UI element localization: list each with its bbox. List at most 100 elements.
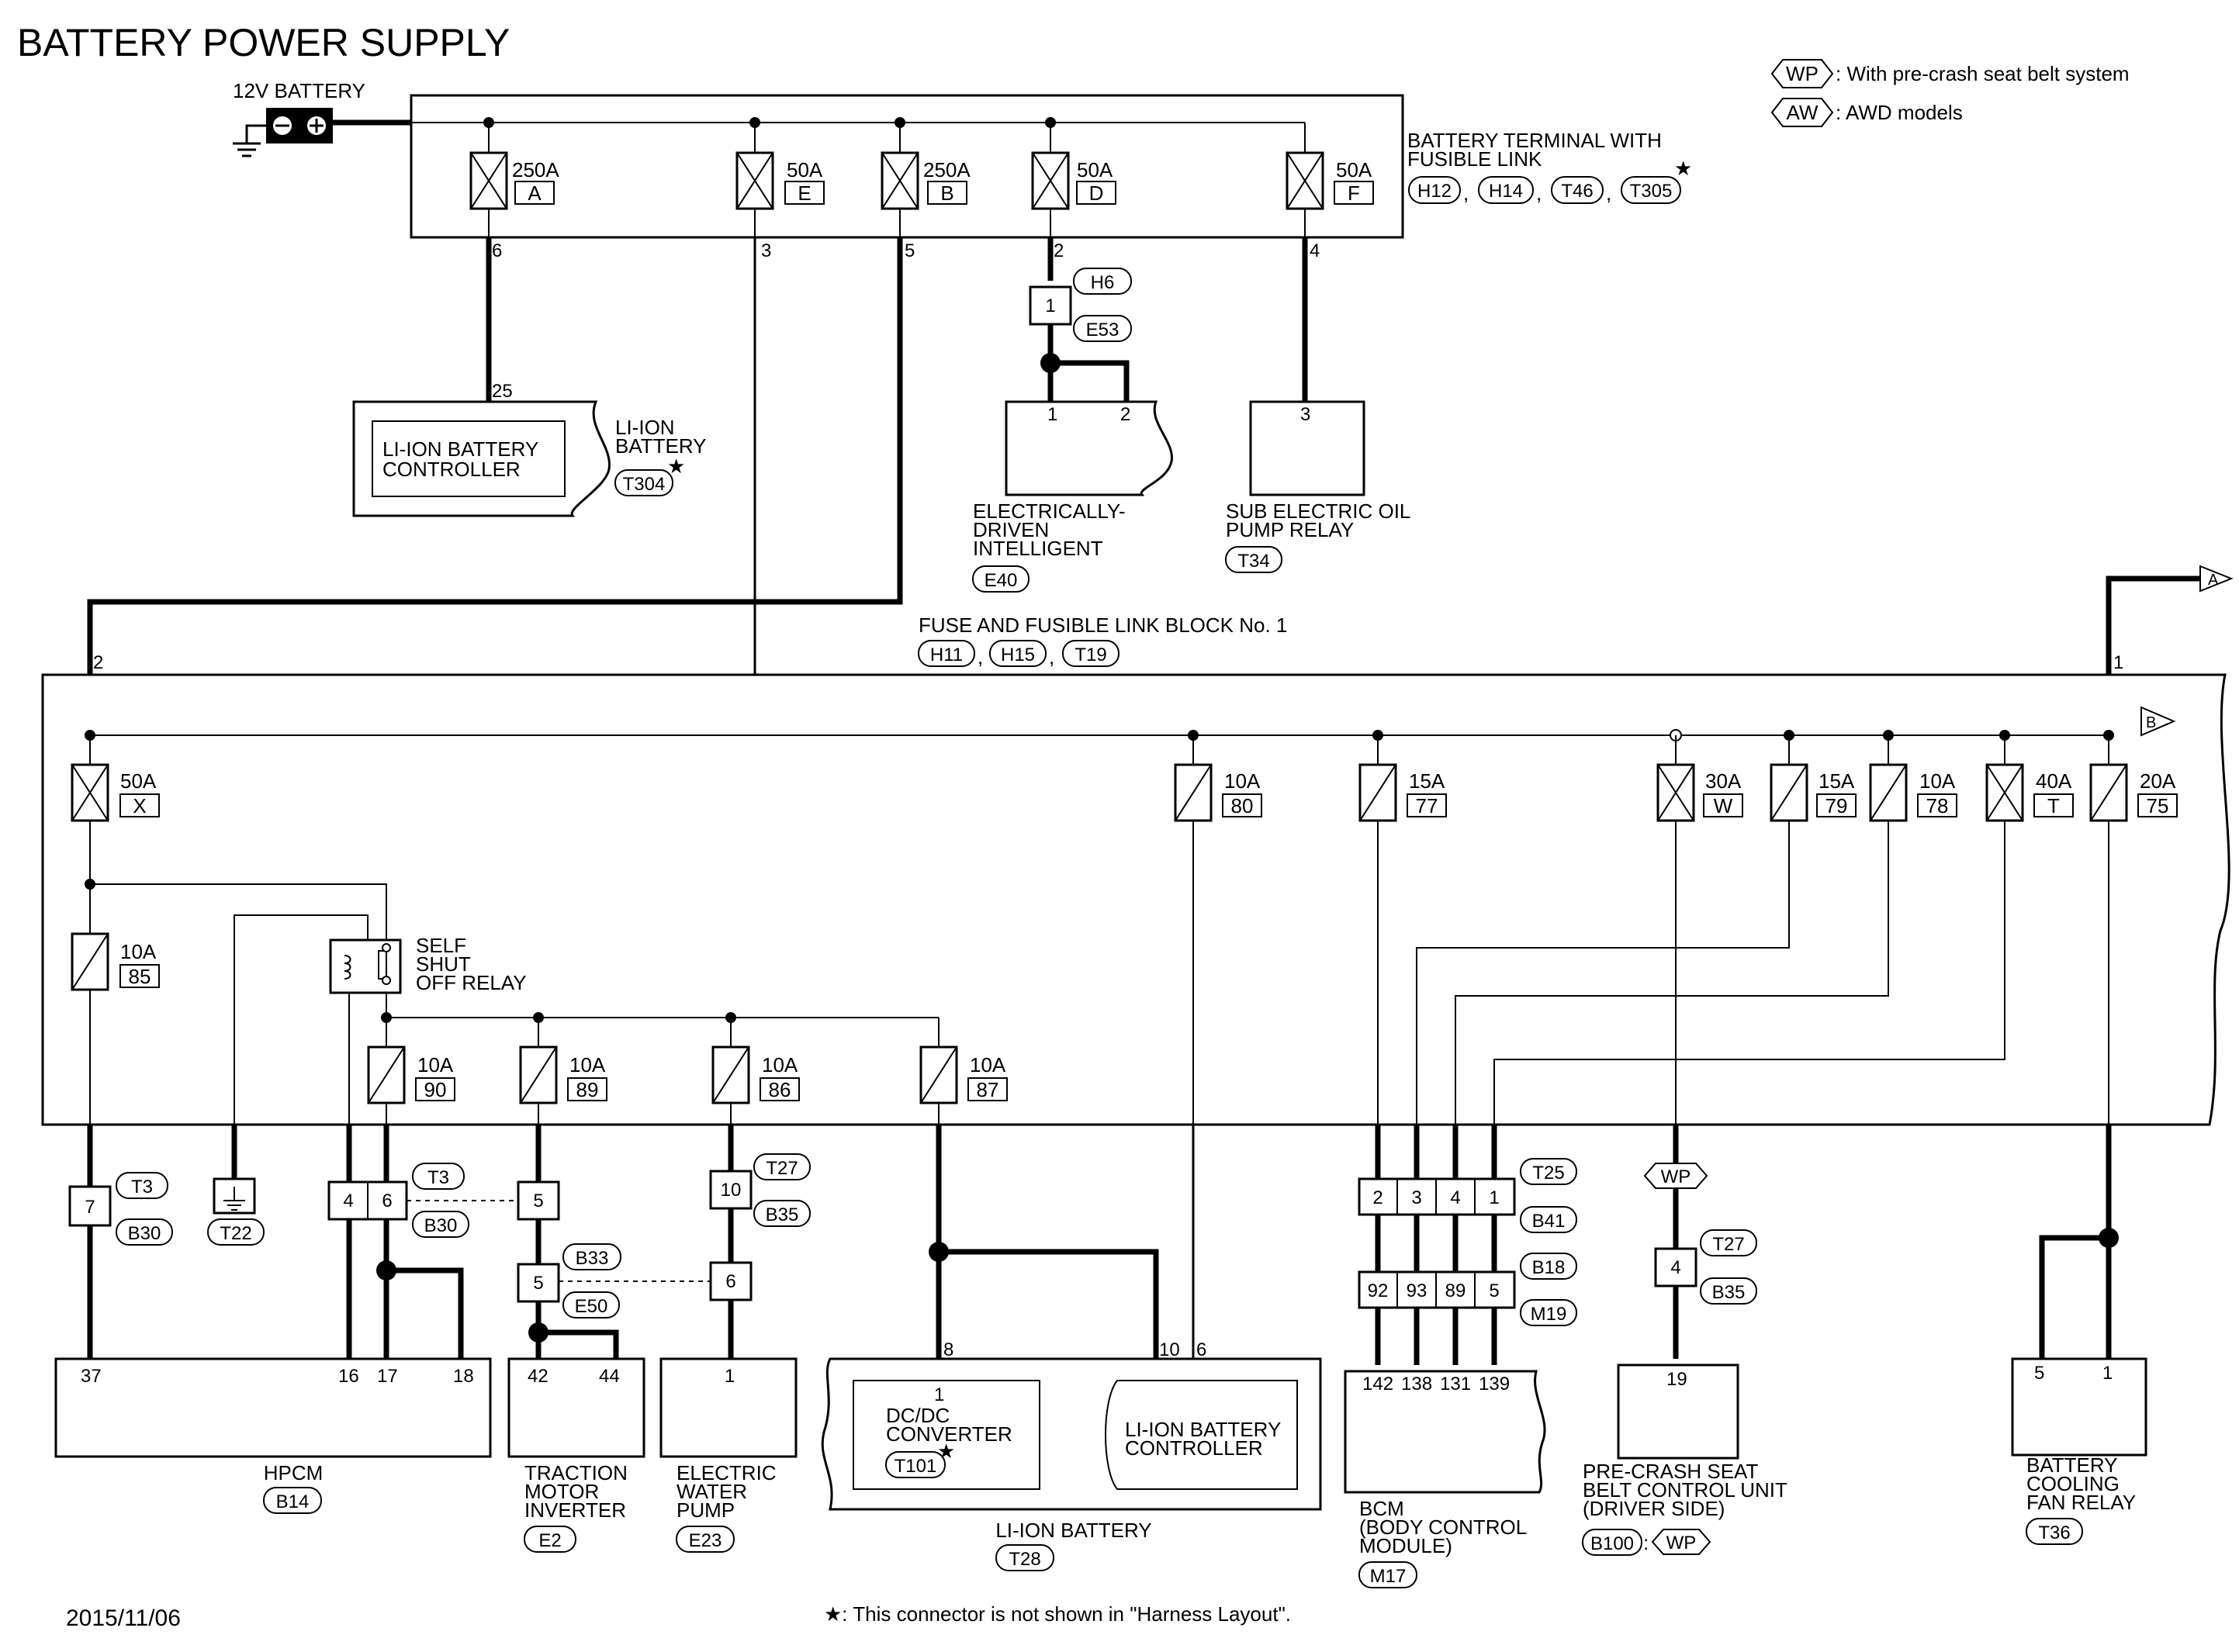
connector-group-precrash: WP 4 T27 B35 (1643, 1163, 1757, 1305)
battery-terminal-block: 250A A 6 50A E 3 250A B 5 50A D 2 50A F … (410, 94, 1692, 261)
pin-label: 89 (1445, 1280, 1466, 1301)
legend-aw-tag: AW (1787, 101, 1819, 124)
connector-tag: E53 (1086, 320, 1120, 340)
fuse-amp: 10A (762, 1053, 798, 1077)
relay-label: OFF RELAY (416, 971, 527, 994)
pin-label: 3 (761, 240, 771, 261)
pin-label: 2 (1372, 1187, 1383, 1208)
connector-tag: T304 (623, 474, 666, 495)
self-shut-off-relay: SELF SHUT OFF RELAY (329, 934, 527, 994)
option-tag: WP (1661, 1166, 1691, 1187)
fuse-id: 80 (1231, 794, 1254, 817)
pin-label: 4 (1310, 240, 1320, 261)
sub-electric-oil-pump-relay: 3 SUB ELECTRIC OIL PUMP RELAY T34 (1225, 400, 1410, 573)
fuse-amp: 30A (1705, 769, 1742, 793)
connector-tag: H11 (930, 645, 963, 665)
fusible-link-e (735, 151, 774, 210)
component-label: (DRIVER SIDE) (1583, 1497, 1725, 1520)
arrow-label: A (2208, 572, 2219, 589)
date-label: 2015/11/06 (66, 1605, 181, 1631)
page-title: BATTERY POWER SUPPLY (17, 21, 510, 64)
controller-label: CONTROLLER (382, 458, 521, 481)
connector-tag: T101 (895, 1456, 937, 1477)
separator: , (1463, 181, 1469, 205)
fuse-block-no1: FUSE AND FUSIBLE LINK BLOCK No. 1 H11 , … (41, 565, 2234, 1126)
connector-tag: E2 (538, 1530, 561, 1551)
pin-label: 4 (1670, 1257, 1680, 1278)
fuse-amp: 15A (1409, 769, 1445, 793)
component-label: ELECTRICALLY- (973, 499, 1126, 523)
connector-tag: B35 (1712, 1282, 1746, 1303)
fuse-id: X (133, 794, 146, 817)
connector-tag: T305 (1630, 181, 1673, 202)
fuse-amp: 10A (417, 1053, 454, 1077)
component-label: INTELLIGENT (973, 537, 1103, 560)
electric-water-pump: 1 ELECTRIC WATER PUMP E23 (659, 1357, 798, 1553)
terminal-block-subtitle: FUSIBLE LINK (1407, 147, 1542, 171)
pin-label: 1 (2102, 1363, 2113, 1384)
pin-label: 2 (93, 652, 103, 673)
connector-tag: B30 (128, 1223, 161, 1244)
connector-tag: B35 (766, 1204, 799, 1225)
electrically-driven-intelligent: 1 H6 E53 1 2 ELECTRICALLY- DRIVEN INTELL… (972, 268, 1173, 593)
connector-tag: T28 (1009, 1549, 1040, 1570)
pin-label: 139 (1479, 1374, 1510, 1395)
connector-tag: B41 (1532, 1211, 1566, 1232)
fuse-80 (1174, 763, 1213, 822)
component-label: PUMP (677, 1498, 735, 1522)
pin-label: 5 (2034, 1363, 2044, 1384)
fuse-id: 77 (1416, 794, 1438, 817)
fuse-amp-d: 50A (1077, 158, 1113, 181)
legend-wp-text: : With pre-crash seat belt system (1836, 62, 2130, 85)
bcm: 142 138 131 139 BCM (BODY CONTROL MODULE… (1344, 1370, 1546, 1588)
component-label: PUMP RELAY (1226, 518, 1354, 541)
connector-tag: H12 (1417, 181, 1452, 202)
legend: WP : With pre-crash seat belt system AW … (1770, 59, 2130, 127)
connector-tag: T36 (2038, 1522, 2070, 1543)
component-label: SUB ELECTRIC OIL (1226, 499, 1410, 523)
pin-label: 1 (934, 1384, 944, 1405)
fuse-id: 85 (129, 965, 151, 988)
component-label: FAN RELAY (2026, 1491, 2136, 1514)
fuse-87 (919, 1045, 958, 1104)
fuse-amp: 10A (1224, 769, 1261, 793)
fuse-amp-b: 250A (923, 158, 971, 181)
connector-tag: T27 (1712, 1234, 1744, 1255)
fusible-link-f (1286, 151, 1324, 210)
fuse-id-b: B (940, 181, 953, 205)
connector-tag: T19 (1075, 645, 1106, 665)
fuse-amp-f: 50A (1336, 158, 1372, 181)
connector-tag: H15 (1001, 645, 1035, 665)
fuse-amp: 10A (1919, 769, 1956, 793)
fuse-amp: 10A (120, 940, 157, 963)
component-label: BATTERY (2026, 1453, 2118, 1477)
fuse-78 (1869, 763, 1908, 822)
connector-tag: H6 (1091, 272, 1115, 293)
component-label: INVERTER (524, 1498, 626, 1522)
pin-label: 3 (1300, 404, 1310, 425)
fuse-77 (1358, 763, 1397, 822)
connector-tag: E23 (689, 1530, 722, 1551)
connector-tag: H14 (1489, 181, 1523, 202)
connector-tag: T27 (766, 1158, 798, 1179)
pin-label: 5 (533, 1273, 543, 1294)
pin-label: 93 (1407, 1280, 1427, 1301)
connector-tag: B33 (576, 1248, 609, 1269)
fuse-id-e: E (798, 181, 811, 205)
star-mark: ★ (937, 1439, 955, 1463)
component-label: TRACTION (524, 1461, 628, 1484)
controller-label: CONTROLLER (1125, 1436, 1263, 1460)
pin-label: 4 (1450, 1187, 1460, 1208)
connector-tag: E40 (985, 570, 1018, 591)
fuse-79 (1770, 763, 1808, 822)
dcdc-label: CONVERTER (886, 1422, 1012, 1446)
component-label: MODULE) (1359, 1534, 1452, 1557)
fuse-id: W (1714, 794, 1733, 817)
battery-cooling-fan-relay: 5 1 BATTERY COOLING FAN RELAY T36 (2011, 1357, 2147, 1545)
pin-label: 19 (1666, 1369, 1687, 1390)
relay-label: SHUT (416, 952, 471, 976)
fuse-id-a: A (528, 181, 542, 205)
fuse-x (71, 763, 109, 822)
component-label: LI-ION (615, 416, 675, 439)
component-label: DRIVEN (973, 518, 1049, 541)
